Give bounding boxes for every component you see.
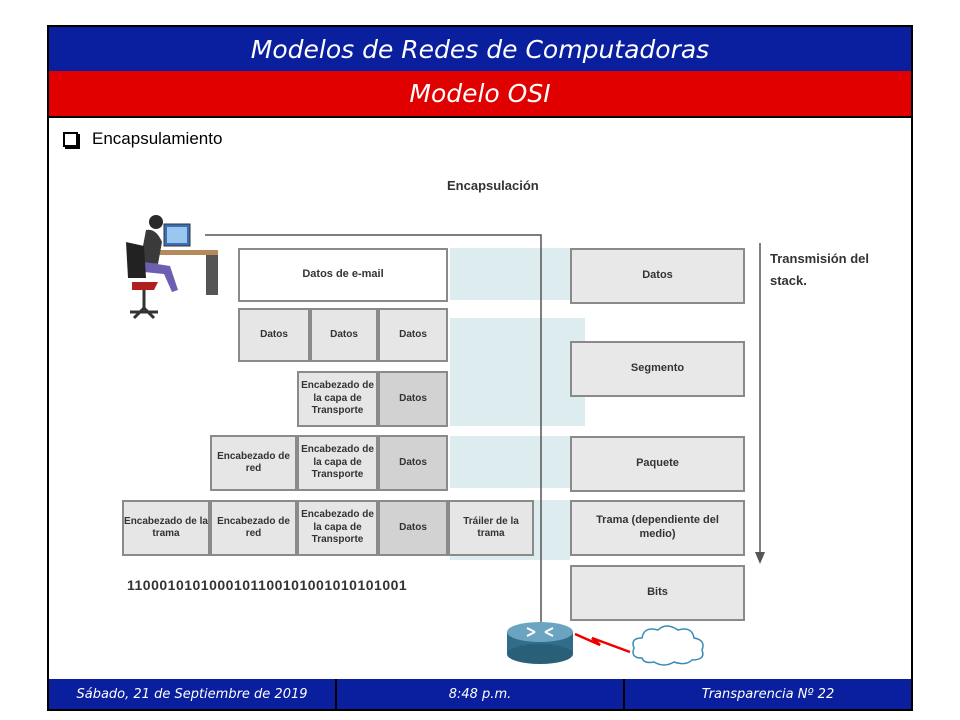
band-bg <box>450 436 575 488</box>
bullet-item: Encapsulamiento <box>63 129 222 149</box>
pdu-packet: Paquete <box>570 436 745 492</box>
bits-stream: 1100010101000101100101001010101001 <box>127 577 408 593</box>
pdu-frame: Trama (dependiente del medio) <box>570 500 745 556</box>
diagram-title: Encapsulación <box>447 178 539 193</box>
cloud-icon <box>632 625 704 666</box>
frame-trailer-cell: Tráiler de la trama <box>448 500 534 556</box>
footer-bar: Sábado, 21 de Septiembre de 2019 8:48 p.… <box>49 679 911 709</box>
transmission-label: Transmisión del stack. <box>770 251 869 289</box>
frame-header-cell: Encabezado de la trama <box>122 500 210 556</box>
frame-data-cell: Datos <box>378 500 448 556</box>
pdu-data: Datos <box>570 248 745 304</box>
bullet-text: Encapsulamiento <box>92 129 223 148</box>
band-bg <box>450 248 570 300</box>
email-data-box: Datos de e-mail <box>238 248 448 302</box>
slide-title: Modelos de Redes de Computadoras <box>49 27 911 71</box>
data-chunk-1: Datos <box>238 308 310 362</box>
packet-data-cell: Datos <box>378 435 448 491</box>
slide-subtitle: Modelo OSI <box>49 71 911 118</box>
checkbox-bullet-icon <box>63 131 78 147</box>
footer-date: Sábado, 21 de Septiembre de 2019 <box>49 679 337 709</box>
slide-frame: Modelos de Redes de Computadoras Modelo … <box>47 25 913 711</box>
network-header-cell: Encabezado de red <box>210 500 297 556</box>
transport-header-cell: Encabezado de la capa de Transporte <box>297 500 378 556</box>
transport-header-cell: Encabezado de la capa de Transporte <box>297 371 378 427</box>
router-icon <box>507 622 573 664</box>
user-computer-icon <box>126 215 218 320</box>
network-header-cell: Encabezado de red <box>210 435 297 491</box>
pdu-bits: Bits <box>570 565 745 621</box>
band-bg <box>450 318 585 426</box>
footer-time: 8:48 p.m. <box>337 679 625 709</box>
data-chunk-2: Datos <box>310 308 378 362</box>
segment-data-cell: Datos <box>378 371 448 427</box>
footer-slide-number: Transparencia Nº 22 <box>701 686 835 702</box>
pdu-segment: Segmento <box>570 341 745 397</box>
data-chunk-3: Datos <box>378 308 448 362</box>
transport-header-cell: Encabezado de la capa de Transporte <box>297 435 378 491</box>
